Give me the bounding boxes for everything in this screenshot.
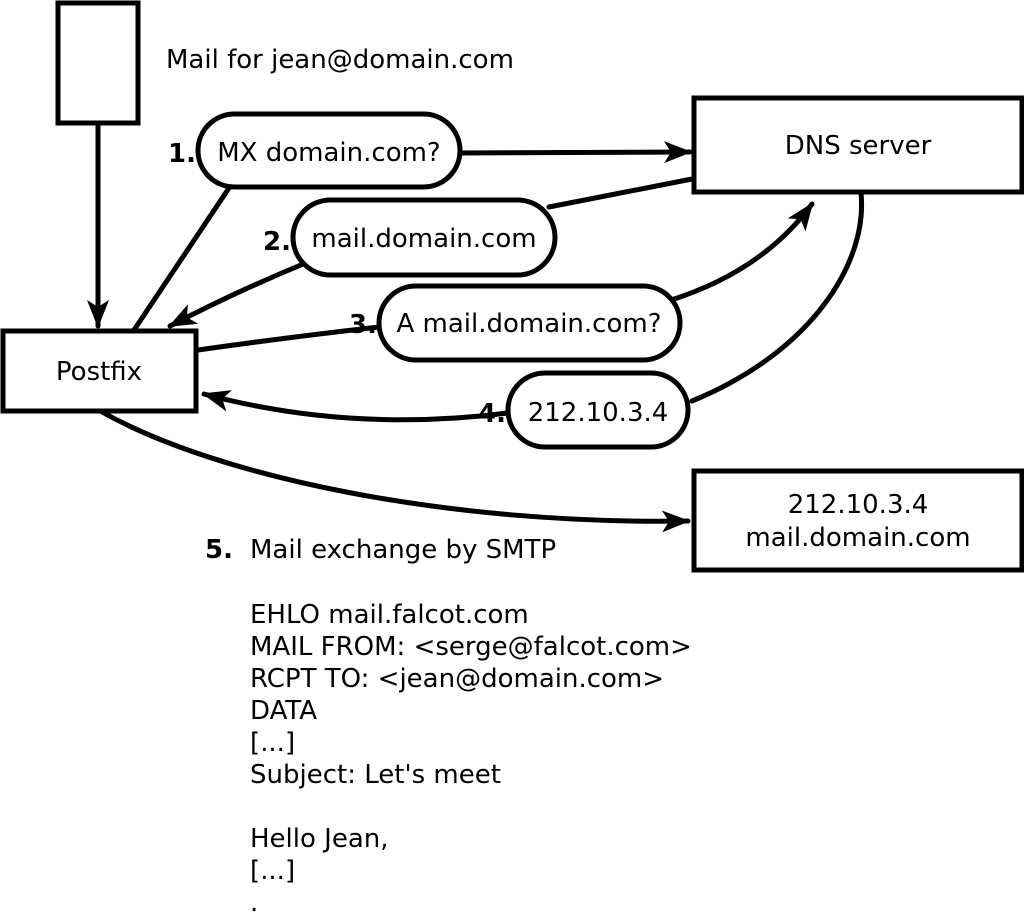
smtp-line: Subject: Let's meet <box>250 760 501 790</box>
line-postfix-to-mx-query-pill <box>131 185 232 333</box>
step-2-number: 2. <box>263 227 291 257</box>
step-5-label: Mail exchange by SMTP <box>250 535 556 565</box>
arrow-a-reply-pill-to-postfix <box>201 390 511 423</box>
pill-a-reply-label: 212.10.3.4 <box>528 398 669 428</box>
postfix-label: Postfix <box>56 357 142 387</box>
smtp-line: [...] <box>250 728 295 758</box>
pill-a-query <box>376 283 683 363</box>
line-dns-to-mx-reply-pill <box>546 176 695 210</box>
postfix-box <box>0 328 199 414</box>
smtp-session-transcript: EHLO mail.falcot.com MAIL FROM: <serge@f… <box>250 600 692 918</box>
step-3-number: 3. <box>349 310 377 340</box>
smtp-line: RCPT TO: <jean@domain.com> <box>250 664 664 694</box>
pill-a-reply <box>505 370 691 450</box>
pill-mx-query-label: MX domain.com? <box>217 138 440 168</box>
arrow-mx-query-pill-to-dns <box>456 141 693 164</box>
smtp-line: . <box>250 888 258 918</box>
smtp-line: MAIL FROM: <serge@falcot.com> <box>250 632 692 662</box>
dns-server-box <box>691 95 1024 195</box>
step-4-number: 4. <box>478 399 506 429</box>
arrow-a-query-pill-to-dns <box>665 201 815 304</box>
pill-mx-query <box>195 111 463 190</box>
arrow-mx-reply-pill-to-postfix <box>167 259 311 329</box>
mail-server-ip-label: 212.10.3.4 <box>788 490 929 520</box>
line-dns-to-a-reply-pill <box>689 190 865 404</box>
mail-message-icon <box>55 0 141 126</box>
smtp-line: DATA <box>250 696 317 726</box>
pill-mx-reply-label: mail.domain.com <box>311 224 536 254</box>
pill-mx-reply <box>290 197 558 278</box>
smtp-line: EHLO mail.falcot.com <box>250 600 529 630</box>
step-1-number: 1. <box>168 139 196 169</box>
arrow-postfix-to-mailserver-smtp <box>99 409 691 533</box>
line-postfix-to-a-query-pill <box>195 324 382 353</box>
smtp-line: [...] <box>250 856 295 886</box>
mail-server-host-label: mail.domain.com <box>745 523 970 553</box>
smtp-line: Hello Jean, <box>250 824 389 854</box>
pill-a-query-label: A mail.domain.com? <box>397 309 662 339</box>
dns-server-label: DNS server <box>785 131 932 161</box>
step-5-number: 5. <box>205 535 233 565</box>
diagram-caption: Mail for jean@domain.com <box>166 45 514 75</box>
mail-server-box <box>691 468 1024 573</box>
